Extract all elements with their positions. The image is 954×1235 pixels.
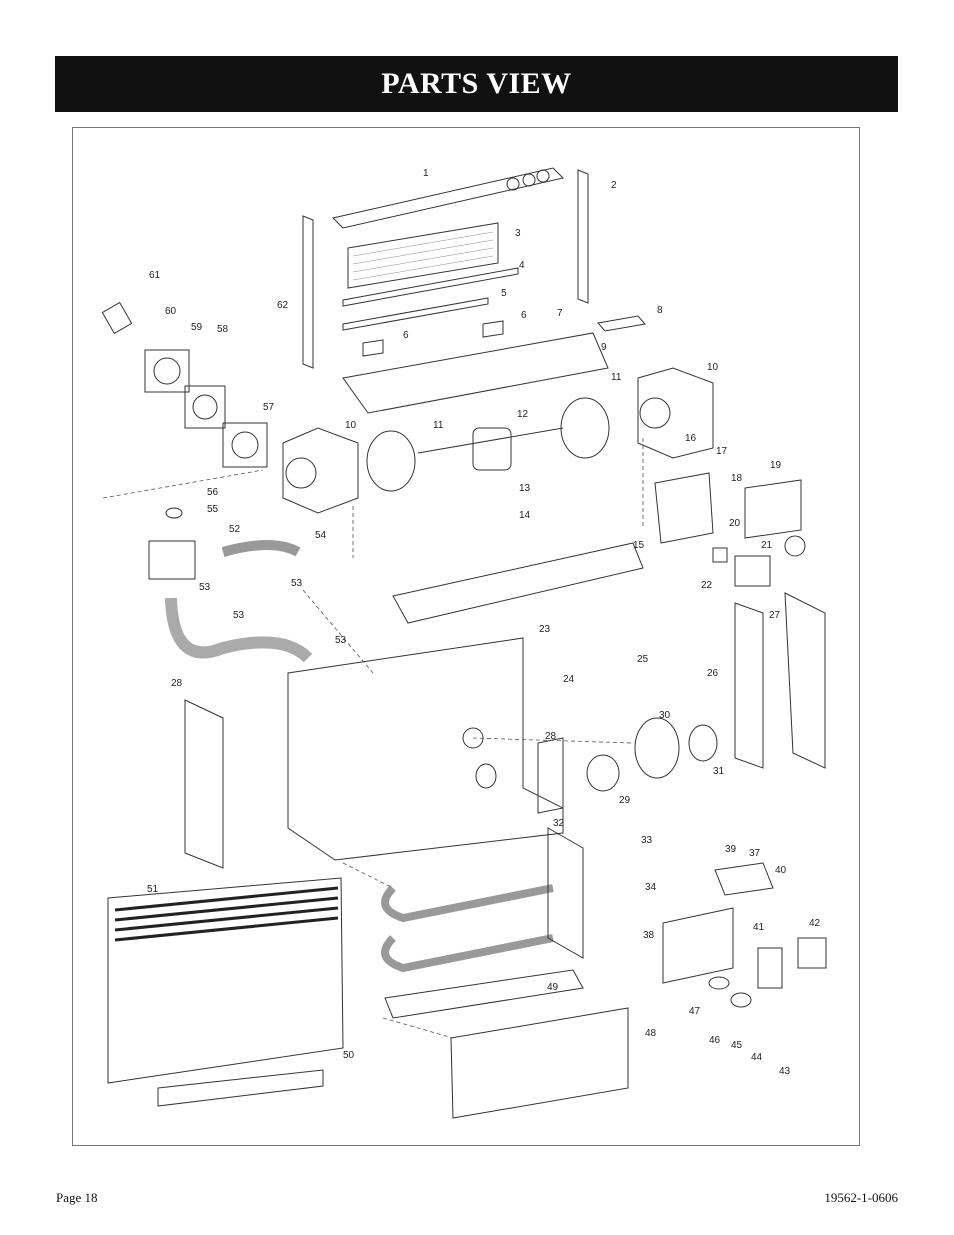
callout-43: 43 — [779, 1066, 791, 1077]
callout-5: 5 — [501, 288, 507, 299]
callout-60: 60 — [165, 306, 177, 317]
callout-6: 6 — [521, 310, 527, 321]
callout-28: 28 — [545, 731, 557, 742]
part-side-panel-28-right — [784, 592, 826, 769]
callout-53: 53 — [335, 635, 347, 646]
callout-61: 61 — [149, 270, 161, 281]
part-tray — [384, 969, 584, 1019]
callout-17: 17 — [716, 446, 728, 457]
callout-53: 53 — [233, 610, 245, 621]
callout-49: 49 — [547, 982, 559, 993]
callout-32: 32 — [553, 818, 565, 829]
callout-7: 7 — [557, 308, 563, 319]
part-base-pan — [392, 542, 644, 624]
callout-39: 39 — [725, 844, 737, 855]
callout-28: 28 — [171, 678, 183, 689]
callout-33: 33 — [641, 835, 653, 846]
callout-24: 24 — [563, 674, 575, 685]
page-number: Page 18 — [56, 1190, 98, 1205]
callout-34: 34 — [645, 882, 657, 893]
callout-8: 8 — [657, 305, 663, 316]
callout-41: 41 — [753, 922, 765, 933]
callout-56: 56 — [207, 487, 219, 498]
callout-25: 25 — [637, 654, 649, 665]
callout-6: 6 — [403, 330, 409, 341]
part-side-strip-right — [577, 169, 589, 304]
part-combustion-blower — [634, 717, 680, 779]
part-heat-exchanger — [381, 884, 554, 973]
callout-37: 37 — [749, 848, 761, 859]
callout-48: 48 — [645, 1028, 657, 1039]
part-vent-collector — [148, 540, 196, 580]
part-blower-wheel-left — [366, 430, 416, 492]
callout-21: 21 — [761, 540, 773, 551]
part-cabinet — [287, 637, 564, 861]
callout-40: 40 — [775, 865, 787, 876]
callout-9: 9 — [601, 342, 607, 353]
callout-29: 29 — [619, 795, 631, 806]
part-flex-hose — [165, 597, 313, 663]
callout-4: 4 — [519, 260, 525, 271]
callout-62: 62 — [277, 300, 289, 311]
callout-55: 55 — [207, 504, 219, 515]
callout-42: 42 — [809, 918, 821, 929]
callout-27: 27 — [769, 610, 781, 621]
callout-58: 58 — [217, 324, 229, 335]
callout-46: 46 — [709, 1035, 721, 1046]
callout-54: 54 — [315, 530, 327, 541]
callout-57: 57 — [263, 402, 275, 413]
callout-11: 11 — [611, 372, 622, 383]
part-side-panel-28-left — [184, 699, 224, 869]
callout-23: 23 — [539, 624, 551, 635]
part-blower-housing-right — [637, 367, 714, 459]
callout-10: 10 — [707, 362, 719, 373]
part-vent-plate-60 — [144, 349, 190, 393]
callout-15: 15 — [633, 540, 645, 551]
callout-18: 18 — [731, 473, 743, 484]
callout-22: 22 — [701, 580, 713, 591]
part-blower-motor — [472, 427, 512, 471]
part-blower-wheel-right — [560, 397, 610, 459]
part-blower-cover — [342, 332, 609, 414]
callout-11: 11 — [433, 420, 444, 431]
callout-52: 52 — [229, 524, 241, 535]
callout-31: 31 — [713, 766, 725, 777]
callout-53: 53 — [291, 578, 303, 589]
part-front-panel — [107, 877, 344, 1084]
callout-2: 2 — [611, 180, 617, 191]
callout-38: 38 — [643, 930, 655, 941]
callout-51: 51 — [147, 884, 159, 895]
page-header-bar: PARTS VIEW — [55, 56, 898, 112]
callout-20: 20 — [729, 518, 741, 529]
callout-44: 44 — [751, 1052, 763, 1063]
callout-10: 10 — [345, 420, 357, 431]
callout-13: 13 — [519, 483, 531, 494]
callout-3: 3 — [515, 228, 521, 239]
callout-30: 30 — [659, 710, 671, 721]
callout-19: 19 — [770, 460, 782, 471]
callout-14: 14 — [519, 510, 531, 521]
part-lower-door — [450, 1007, 629, 1119]
callout-53: 53 — [199, 582, 211, 593]
part-side-strip-left — [302, 215, 314, 369]
part-blower-housing-left — [282, 427, 359, 514]
page-title: PARTS VIEW — [381, 67, 572, 100]
callout-47: 47 — [689, 1006, 701, 1017]
callout-45: 45 — [731, 1040, 743, 1051]
callout-59: 59 — [191, 322, 203, 333]
part-manifold-box — [662, 907, 734, 984]
part-grille — [347, 222, 499, 289]
part-control-box — [654, 472, 714, 544]
callout-50: 50 — [343, 1050, 355, 1061]
part-top-panel — [332, 167, 564, 229]
callout-1: 1 — [423, 168, 429, 179]
part-louver — [157, 1069, 324, 1107]
part-side-panel-27 — [734, 602, 764, 769]
callout-12: 12 — [517, 409, 529, 420]
callout-26: 26 — [707, 668, 719, 679]
callout-16: 16 — [685, 433, 697, 444]
exploded-parts-drawing: 1234566789101011111213141516171819202122… — [101, 167, 827, 1119]
document-number: 19562-1-0606 — [824, 1190, 898, 1205]
